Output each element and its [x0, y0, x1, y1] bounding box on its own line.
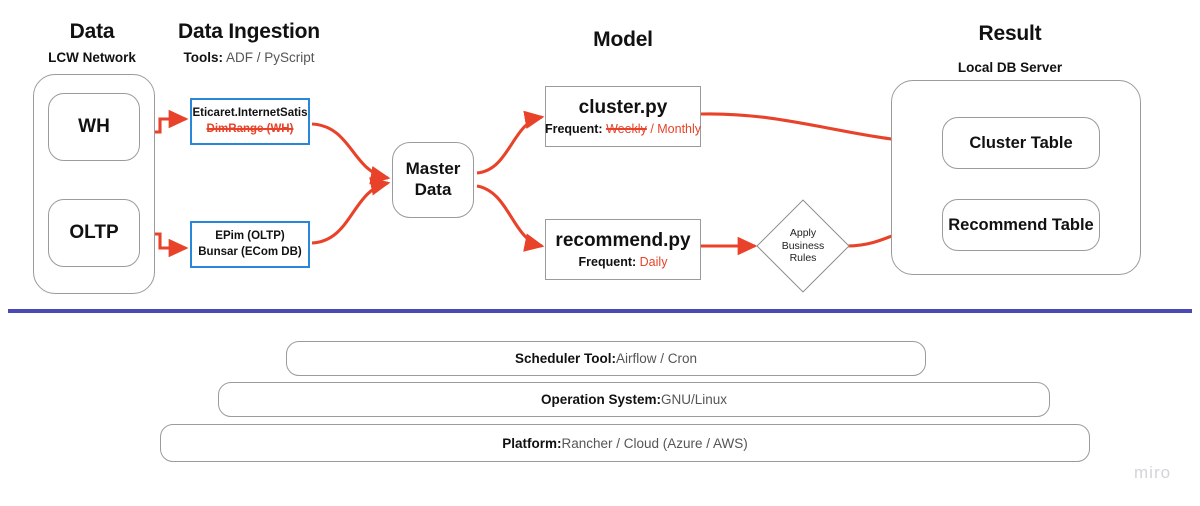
- edge-epim-to-master: [311, 177, 391, 245]
- infra-bar-scheduler-tool-value: Airflow / Cron: [615, 351, 698, 366]
- ingest-box-eticaret[interactable]: Eticaret.InternetSatis DimRange (WH): [190, 98, 310, 145]
- ingest-box-eticaret-line1: Eticaret.InternetSatis: [192, 106, 308, 119]
- node-recommend-table-label: Recommend Table: [948, 215, 1094, 234]
- node-cluster-table[interactable]: Cluster Table: [942, 117, 1100, 169]
- script-frequency-cluster-label: Frequent:: [544, 122, 603, 136]
- script-frequency-cluster-struck: Weekly: [606, 122, 647, 136]
- master-data-line1: Master: [405, 159, 461, 179]
- infra-bar-platform-value: Rancher / Cloud (Azure / AWS): [561, 435, 748, 451]
- edge-master-to-cluster: [476, 110, 545, 175]
- script-name-cluster: cluster.py: [578, 97, 668, 118]
- decision-label-line2: Business: [781, 239, 825, 252]
- infra-bar-operation-system[interactable]: Operation System: GNU/Linux: [218, 382, 1050, 417]
- node-cluster-table-label: Cluster Table: [969, 133, 1073, 152]
- node-oltp[interactable]: OLTP: [48, 199, 140, 267]
- section-subtitle-lcw-network: LCW Network: [48, 50, 136, 65]
- miro-watermark: miro: [1134, 463, 1172, 482]
- infra-bar-scheduler-tool[interactable]: Scheduler Tool: Airflow / Cron: [286, 341, 926, 376]
- script-frequency-recommend-value: Daily: [639, 255, 668, 269]
- script-frequency-cluster-value: Monthly: [657, 122, 702, 136]
- node-recommend-table[interactable]: Recommend Table: [942, 199, 1100, 251]
- decision-label-line3: Rules: [789, 252, 817, 265]
- node-wh-label: WH: [78, 116, 110, 137]
- edge-master-to-recommend: [476, 184, 545, 252]
- section-title-data-ingestion: Data Ingestion: [178, 20, 320, 43]
- ingest-box-eticaret-line2: DimRange (WH): [206, 122, 294, 135]
- infra-bar-platform-label: Platform:: [502, 435, 562, 451]
- section-title-model: Model: [593, 28, 653, 51]
- section-title-result: Result: [978, 22, 1042, 45]
- script-frequency-cluster-sep: /: [646, 122, 658, 136]
- script-box-cluster[interactable]: cluster.py Frequent: Weekly / Monthly: [545, 86, 701, 147]
- node-master-data[interactable]: Master Data: [392, 142, 474, 218]
- tools-value: ADF / PyScript: [222, 50, 315, 65]
- section-subtitle-tools: Tools: ADF / PyScript: [160, 50, 338, 65]
- ingest-box-epim[interactable]: EPim (OLTP) Bunsar (ECom DB): [190, 221, 310, 268]
- decision-apply-business-rules[interactable]: Apply Business Rules: [756, 199, 850, 293]
- edge-eticaret-to-master: [311, 122, 391, 185]
- ingest-box-epim-line1: EPim (OLTP): [215, 229, 285, 242]
- decision-label: Apply Business Rules: [770, 213, 836, 279]
- master-data-line2: Data: [414, 180, 452, 199]
- infra-bar-platform[interactable]: Platform: Rancher / Cloud (Azure / AWS): [160, 424, 1090, 462]
- node-oltp-label: OLTP: [69, 222, 119, 243]
- script-frequency-recommend: Frequent: Daily: [579, 255, 668, 269]
- script-box-recommend[interactable]: recommend.py Frequent: Daily: [545, 219, 701, 280]
- infra-bar-operation-system-label: Operation System:: [540, 392, 661, 407]
- section-divider: [8, 309, 1192, 313]
- section-subtitle-local-db-server: Local DB Server: [957, 60, 1063, 75]
- section-title-data: Data: [69, 20, 115, 43]
- script-name-recommend: recommend.py: [555, 230, 691, 251]
- node-wh[interactable]: WH: [48, 93, 140, 161]
- ingest-box-epim-line2: Bunsar (ECom DB): [198, 245, 302, 258]
- infra-bar-operation-system-value: GNU/Linux: [661, 392, 728, 407]
- decision-label-line1: Apply: [789, 226, 817, 239]
- tools-label: Tools:: [183, 50, 223, 65]
- infra-bar-scheduler-tool-label: Scheduler Tool:: [514, 351, 616, 366]
- script-frequency-recommend-label: Frequent:: [578, 255, 637, 269]
- script-frequency-cluster: Frequent: Weekly / Monthly: [545, 122, 701, 136]
